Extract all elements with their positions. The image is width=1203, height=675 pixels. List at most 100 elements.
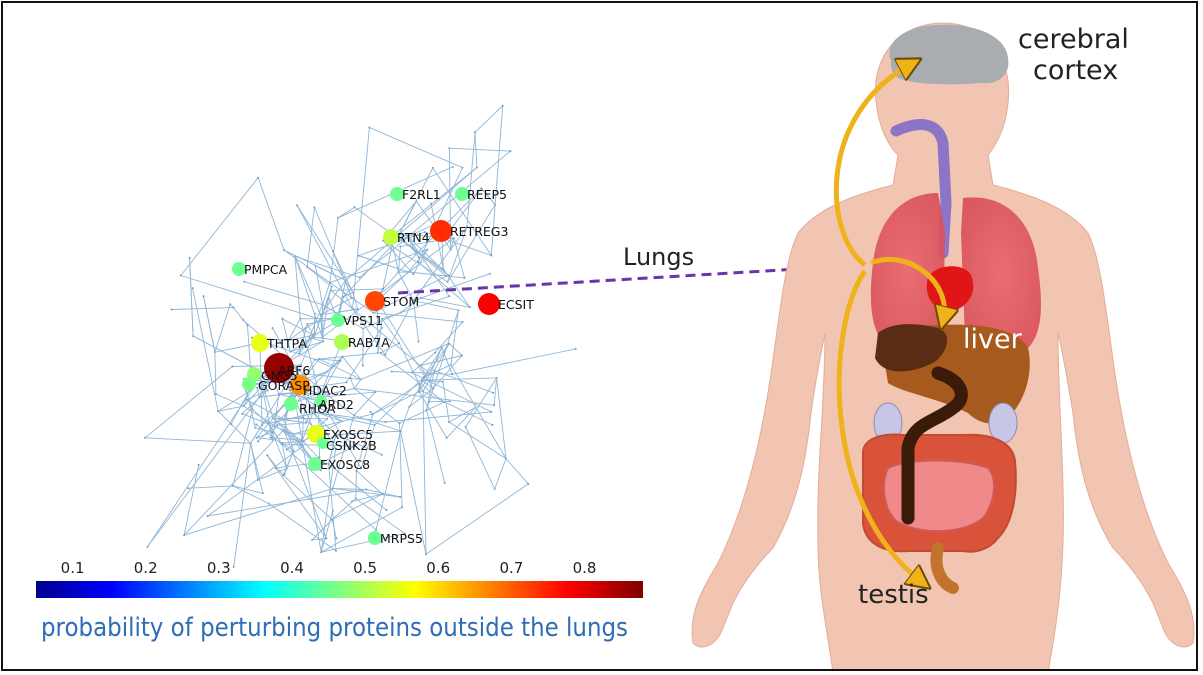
network-edge <box>314 207 333 251</box>
network-minor-node <box>400 430 402 432</box>
network-minor-node <box>502 105 504 107</box>
colorbar-caption: probability of perturbing proteins outsi… <box>41 613 628 643</box>
network-minor-node <box>232 485 234 487</box>
network-edge <box>272 394 279 440</box>
network-minor-node <box>362 365 364 367</box>
network-edge <box>184 465 199 536</box>
network-edge <box>295 256 360 277</box>
network-minor-node <box>255 424 257 426</box>
network-minor-node <box>384 354 386 356</box>
network-minor-node <box>385 509 387 511</box>
network-edge <box>427 410 445 483</box>
network-minor-node <box>272 327 274 329</box>
network-minor-node <box>434 352 436 354</box>
network-minor-node <box>296 204 298 206</box>
network-edge <box>307 207 314 267</box>
protein-node-retreg3 <box>430 220 452 242</box>
lungs-label: Lungs <box>623 243 694 271</box>
network-minor-node <box>241 413 243 415</box>
network-edge <box>351 378 355 388</box>
network-minor-node <box>451 373 453 375</box>
network-minor-node <box>351 297 353 299</box>
network-minor-node <box>418 256 420 258</box>
network-minor-node <box>449 400 451 402</box>
network-edge <box>172 308 234 310</box>
network-edge <box>360 151 511 277</box>
network-minor-node <box>350 377 352 379</box>
network-minor-node <box>354 206 356 208</box>
network-minor-node <box>144 437 146 439</box>
protein-label: RTN4 <box>397 230 430 245</box>
protein-label: PMPCA <box>244 262 288 277</box>
network-edge <box>423 392 492 426</box>
colorbar-tick-label: 0.2 <box>134 559 158 577</box>
network-minor-node <box>418 341 420 343</box>
network-minor-node <box>490 411 492 413</box>
network-edge <box>297 205 353 308</box>
network-edge <box>234 443 251 567</box>
protein-label: EXOSC8 <box>320 457 370 472</box>
network-minor-node <box>491 424 493 426</box>
network-edge <box>233 409 253 486</box>
network-minor-node <box>490 255 492 257</box>
network-minor-node <box>391 371 393 373</box>
network-edge <box>315 266 322 305</box>
network-minor-node <box>301 439 303 441</box>
network-edge <box>215 352 216 394</box>
network-minor-node <box>335 550 337 552</box>
network-edge <box>307 267 332 287</box>
network-edge <box>467 132 475 227</box>
network-minor-node <box>283 473 285 475</box>
network-edge <box>408 272 464 278</box>
network-minor-node <box>232 307 234 309</box>
network-minor-node <box>233 566 235 568</box>
protein-label: MRPS5 <box>380 531 423 546</box>
network-minor-node <box>493 404 495 406</box>
colorbar-gradient <box>36 581 643 598</box>
network-minor-node <box>419 365 421 367</box>
network-edge <box>329 464 336 551</box>
network-minor-node <box>463 277 465 279</box>
network-edge <box>215 304 230 352</box>
network-minor-node <box>281 443 283 445</box>
network-minor-node <box>469 306 471 308</box>
network-minor-node <box>418 391 420 393</box>
network-minor-node <box>257 177 259 179</box>
protein-label: STOM <box>383 294 419 309</box>
network-minor-node <box>527 483 529 485</box>
protein-node-stom <box>365 291 385 311</box>
network-edge <box>330 250 427 283</box>
network-minor-node <box>171 309 173 311</box>
network-minor-node <box>381 493 383 495</box>
network-edge <box>321 511 333 553</box>
network-minor-node <box>426 409 428 411</box>
network-edge <box>423 392 426 555</box>
network-edge <box>442 348 453 375</box>
network-minor-node <box>247 324 249 326</box>
network-minor-node <box>229 303 231 305</box>
colorbar-tick-label: 0.7 <box>499 559 523 577</box>
network-edge <box>354 379 360 388</box>
network-edge <box>258 178 284 250</box>
network-minor-node <box>370 411 372 413</box>
network-minor-node <box>325 537 327 539</box>
network-minor-node <box>448 421 450 423</box>
network-minor-node <box>465 426 467 428</box>
protein-label: RAB7A <box>348 335 390 350</box>
network-minor-node <box>575 348 577 350</box>
network-minor-node <box>358 255 360 257</box>
protein-node-rhoa <box>284 397 298 411</box>
network-minor-node <box>399 422 401 424</box>
network-edge <box>452 349 575 374</box>
network-edge <box>354 389 494 406</box>
network-minor-node <box>231 366 233 368</box>
network-minor-node <box>452 166 454 168</box>
network-minor-node <box>189 257 191 259</box>
protein-label: THTPA <box>266 336 307 351</box>
protein-label: F2RL1 <box>402 187 441 202</box>
network-minor-node <box>313 206 315 208</box>
network-minor-node <box>318 358 320 360</box>
network-edge <box>373 384 419 414</box>
protein-label: ECSIT <box>498 297 534 312</box>
